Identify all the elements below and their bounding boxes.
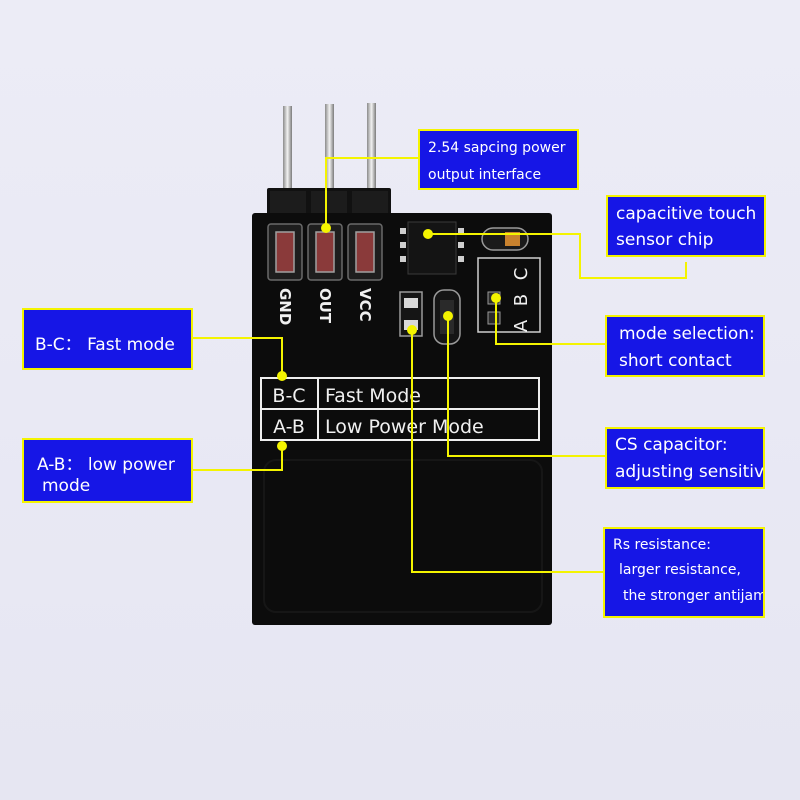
leader-sensor-chip <box>428 233 687 279</box>
callout-sensor-chip-line1: capacitive touch <box>616 204 757 224</box>
leader-fast-mode <box>192 337 283 376</box>
mode-table-code-0: B-C <box>272 385 305 407</box>
mode-table-mode-0: Fast Mode <box>325 385 421 407</box>
callout-power-interface-line2: output interface <box>428 167 542 183</box>
sensor-chip <box>400 221 464 275</box>
marker-mode-selection <box>491 293 501 303</box>
solder-pads <box>267 223 383 281</box>
marker-fast-mode <box>277 371 287 381</box>
jumper-letter-a: A <box>511 319 532 332</box>
marker-low-power <box>277 441 287 451</box>
leader-rs-resistance <box>411 330 606 573</box>
marker-rs-resistance <box>407 325 417 335</box>
callout-fast-mode-line1: B-C： Fast mode <box>35 335 175 355</box>
pin-label-out: OUT <box>316 288 334 324</box>
callout-rs-resistance-line1: Rs resistance: <box>613 537 711 553</box>
jumper-letter-c: C <box>511 268 532 281</box>
callout-mode-selection-line1: mode selection: <box>619 324 755 344</box>
callout-low-power-mode-line1: A-B： low power <box>37 455 175 475</box>
pin-label-gnd: GND <box>276 288 294 325</box>
callout-cs-capacitor-line2: adjusting sensitivity <box>615 462 765 482</box>
callout-fast-mode: B-C： Fast mode <box>22 308 193 370</box>
leader-mode-selection <box>495 298 606 345</box>
callout-power-interface-line1: 2.54 sapcing power <box>428 140 566 156</box>
jumper-letter-b: B <box>511 294 532 306</box>
mode-table-mode-1: Low Power Mode <box>325 416 484 438</box>
callout-mode-selection-line2: short contact <box>619 351 732 371</box>
mode-table-code-1: A-B <box>273 416 305 438</box>
callout-low-power-mode: A-B： low power mode <box>22 438 193 503</box>
callout-sensor-chip-line2: sensor chip <box>616 230 714 250</box>
callout-power-interface: 2.54 sapcing power output interface <box>418 129 579 190</box>
mode-table-outline <box>260 377 540 441</box>
marker-sensor-chip <box>423 229 433 239</box>
callout-sensor-chip: capacitive touch sensor chip <box>606 195 766 257</box>
callout-rs-resistance: Rs resistance: larger resistance, the st… <box>603 527 765 618</box>
touch-area <box>263 459 543 613</box>
leader-cs-capacitor <box>447 316 606 457</box>
callout-rs-resistance-line2: larger resistance, <box>619 562 741 578</box>
callout-cs-capacitor: CS capacitor: adjusting sensitivity <box>605 427 765 489</box>
callout-rs-resistance-line3: the stronger antijamming <box>623 588 763 604</box>
pcb-board <box>252 213 552 625</box>
leader-low-power <box>192 446 283 471</box>
callout-cs-capacitor-line1: CS capacitor: <box>615 435 728 455</box>
marker-cs-capacitor <box>443 311 453 321</box>
leader-power-interface <box>325 157 420 228</box>
marker-power-interface <box>321 223 331 233</box>
pin-label-vcc: VCC <box>356 288 374 322</box>
callout-mode-selection: mode selection: short contact <box>605 315 765 377</box>
callout-low-power-mode-line2: mode <box>42 476 91 496</box>
